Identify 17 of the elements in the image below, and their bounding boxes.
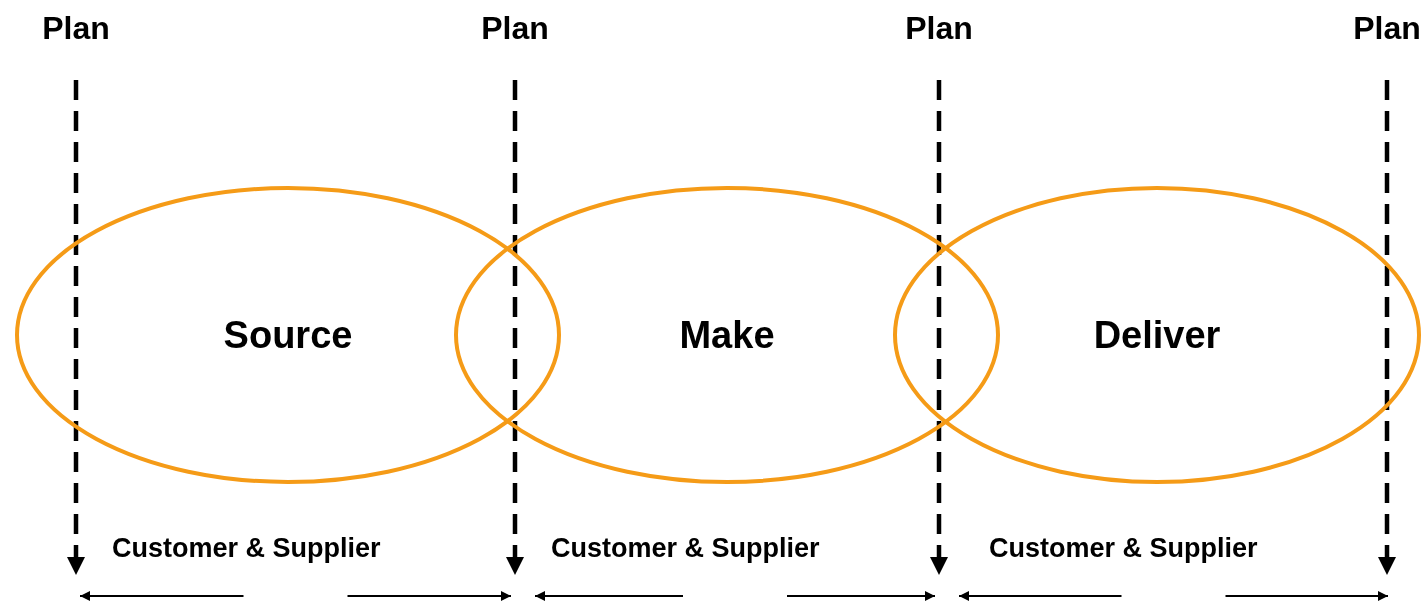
process-label: Deliver — [1093, 313, 1221, 357]
dashed-arrow — [67, 80, 85, 575]
plan-label: Plan — [42, 9, 110, 47]
span-label: Customer & Supplier — [989, 532, 1258, 564]
process-label: Source — [223, 313, 353, 357]
process-ellipse — [893, 186, 1421, 484]
dashed-arrow — [930, 80, 948, 575]
span-label: Customer & Supplier — [112, 532, 381, 564]
process-ellipse — [454, 186, 1000, 484]
dashed-arrow — [506, 80, 524, 575]
plan-label: Plan — [481, 9, 549, 47]
process-ellipse — [15, 186, 561, 484]
process-label: Make — [679, 313, 775, 357]
span-label: Customer & Supplier — [551, 532, 820, 564]
plan-label: Plan — [905, 9, 973, 47]
plan-label: Plan — [1353, 9, 1421, 47]
dashed-arrow — [1378, 80, 1396, 575]
